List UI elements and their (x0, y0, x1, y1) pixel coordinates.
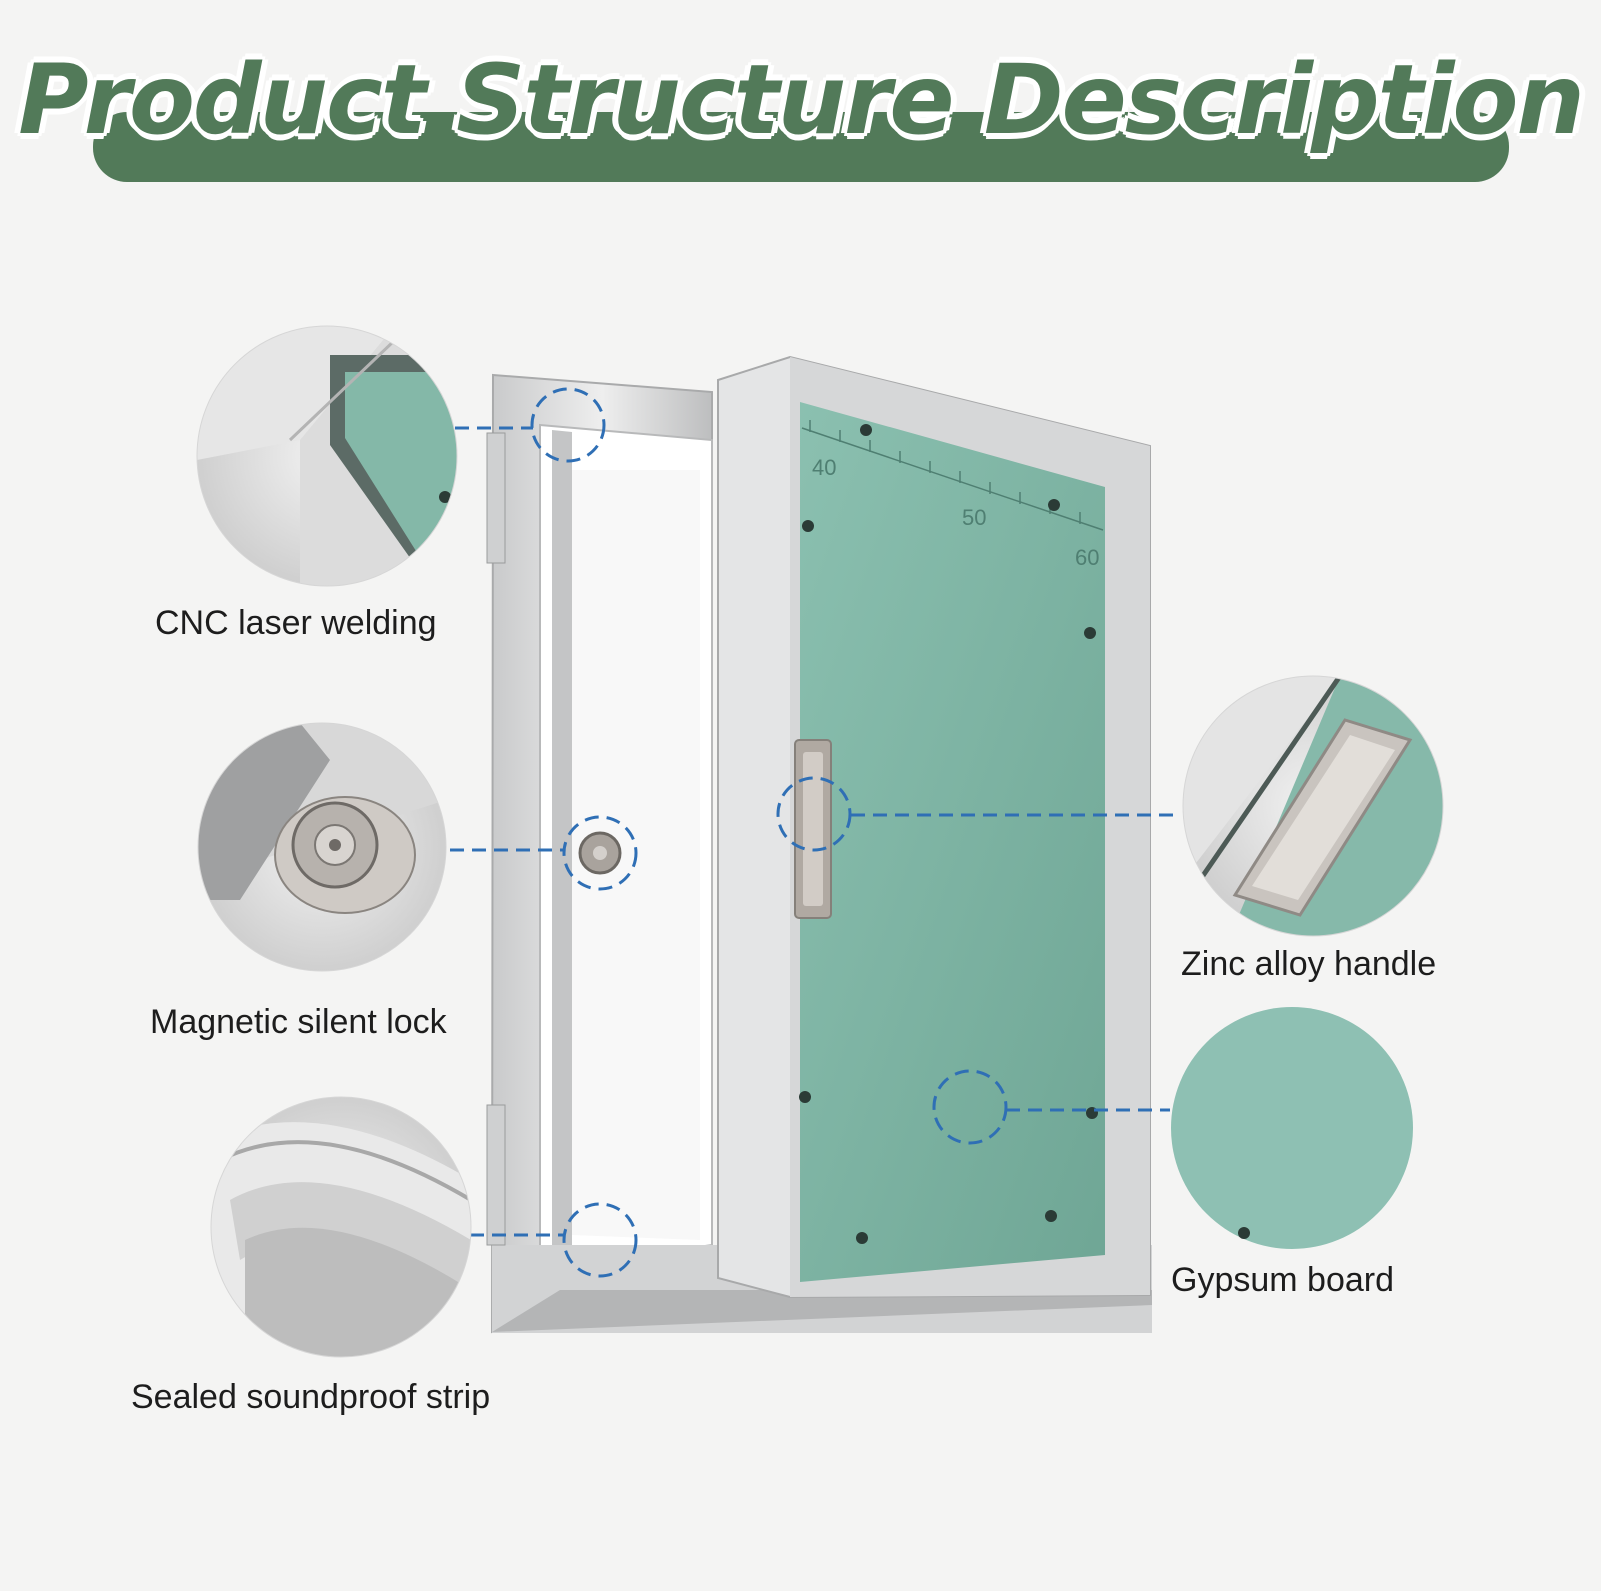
door-panel: 40 50 60 (717, 355, 1151, 1299)
ruler-mark: 40 (812, 455, 836, 480)
feature-label-handle: Zinc alloy handle (1181, 945, 1437, 983)
page-title: Product Structure Description (18, 44, 1585, 156)
magnetic-lock-icon (198, 723, 446, 971)
feature-label-gypsum-board: Gypsum board (1171, 1261, 1394, 1299)
feature-label-seal-strip: Sealed soundproof strip (131, 1378, 491, 1416)
ruler-mark: 50 (962, 505, 986, 530)
callout-lines (450, 387, 1177, 1278)
ruler-mark: 60 (1075, 545, 1099, 570)
gypsum-board (800, 402, 1105, 1282)
feature-label-cnc-welding: CNC laser welding (155, 604, 437, 642)
title-banner (93, 112, 1509, 182)
handle-icon (1183, 676, 1443, 936)
seal-strip-icon (211, 1097, 471, 1357)
gypsum-board-icon (1171, 1007, 1413, 1249)
feature-label-magnetic-lock: Magnetic silent lock (150, 1003, 447, 1041)
welded-corner-icon (197, 326, 457, 586)
